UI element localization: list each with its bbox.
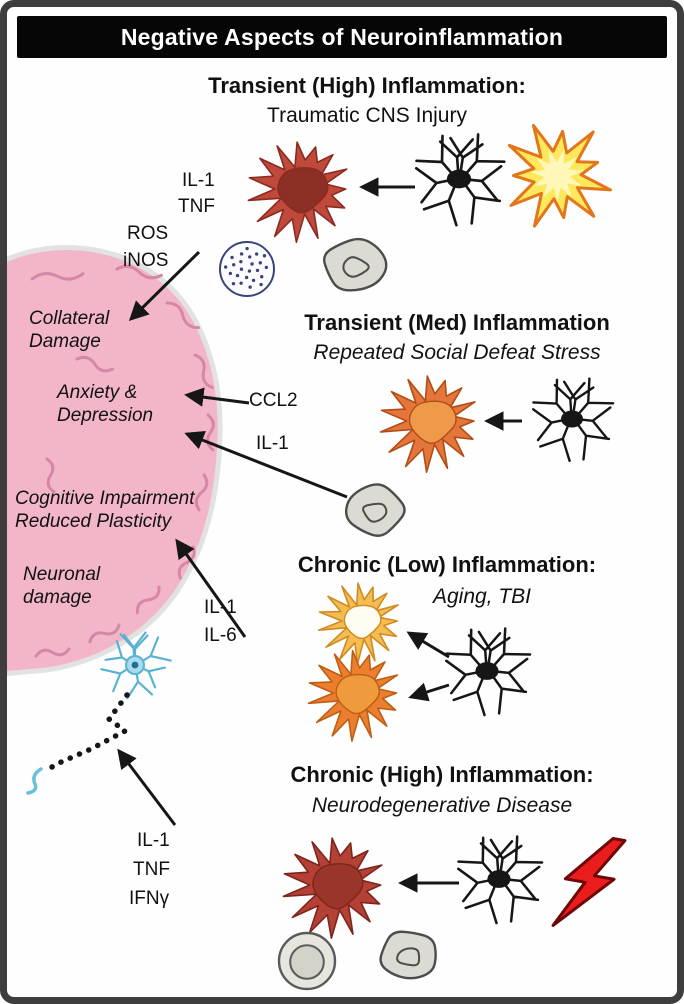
ramified-microglia-icon [457,835,544,925]
section-chronic-low-heading: Chronic (Low) Inflammation: [297,552,597,577]
title-bar: Negative Aspects of Neuroinflammation [17,16,667,58]
activated-microglia-icon [307,649,399,742]
activated-microglia-icon [379,375,476,473]
section-transient-high-heading: Transient (High) Inflammation: [208,73,526,98]
arrow [406,631,450,659]
figure-canvas [7,124,627,991]
arrow [175,538,247,638]
brain-icon [7,244,223,676]
mediator-inos-transient-high: iNOS [123,250,169,271]
arrow [184,387,250,407]
figure-title: Negative Aspects of Neuroinflammation [120,23,564,50]
lymphocyte-icon [277,931,337,991]
section-chronic-low-subheading: Aging, TBI [432,585,532,608]
mediator-tnf-transient-high: TNF [178,196,215,217]
mediator-tnf-chronic-high: TNF [133,859,170,880]
section-transient-med-subheading: Repeated Social Defeat Stress [313,341,601,364]
mediator-ifng-chronic-high: IFNγ [129,888,170,909]
mediator-il1-chronic-high: IL-1 [137,830,170,851]
mediator-il1-transient-high: IL-1 [182,170,215,191]
mediator-ros-transient-high: ROS [127,223,169,244]
ramified-microglia-icon [532,377,615,463]
outcome-collateral-damage: Collateral Damage [29,308,110,353]
outcome-anxiety-depression: Anxiety & Depression [57,382,154,427]
mediator-ccl2-transient-med: CCL2 [249,390,298,411]
activated-microglia-icon [282,837,383,939]
activated-microglia-icon [247,141,348,243]
monocyte-icon [344,483,406,537]
activated-microglia-icon [317,582,399,665]
monocyte-icon [323,237,388,292]
ramified-microglia-icon [445,627,532,717]
arrow [128,250,201,322]
neuron-icon [26,631,172,795]
arrow [184,431,348,499]
mediator-il1-transient-med: IL-1 [256,433,289,454]
section-transient-med-heading: Transient (Med) Inflammation [304,310,610,335]
outcome-neuronal-damage: Neuronal damage [23,564,101,609]
section-chronic-high-heading: Chronic (High) Inflammation: [290,762,594,787]
neutrophil-icon [219,241,275,297]
outcome-cognitive-impairment: Cognitive Impairment Reduced Plasticity [15,488,195,533]
ramified-microglia-icon [414,133,506,227]
lightning-bolt-icon [551,837,627,927]
arrow [117,748,177,826]
monocyte-icon [379,930,437,980]
mediator-il6-chronic-low: IL-6 [204,625,237,646]
injury-starburst-icon [507,124,612,228]
section-chronic-high-subheading: Neurodegenerative Disease [311,794,573,817]
section-transient-high-subheading: Traumatic CNS Injury [267,104,467,127]
arrow [408,682,450,702]
mediator-il1-chronic-low: IL-1 [204,597,237,618]
